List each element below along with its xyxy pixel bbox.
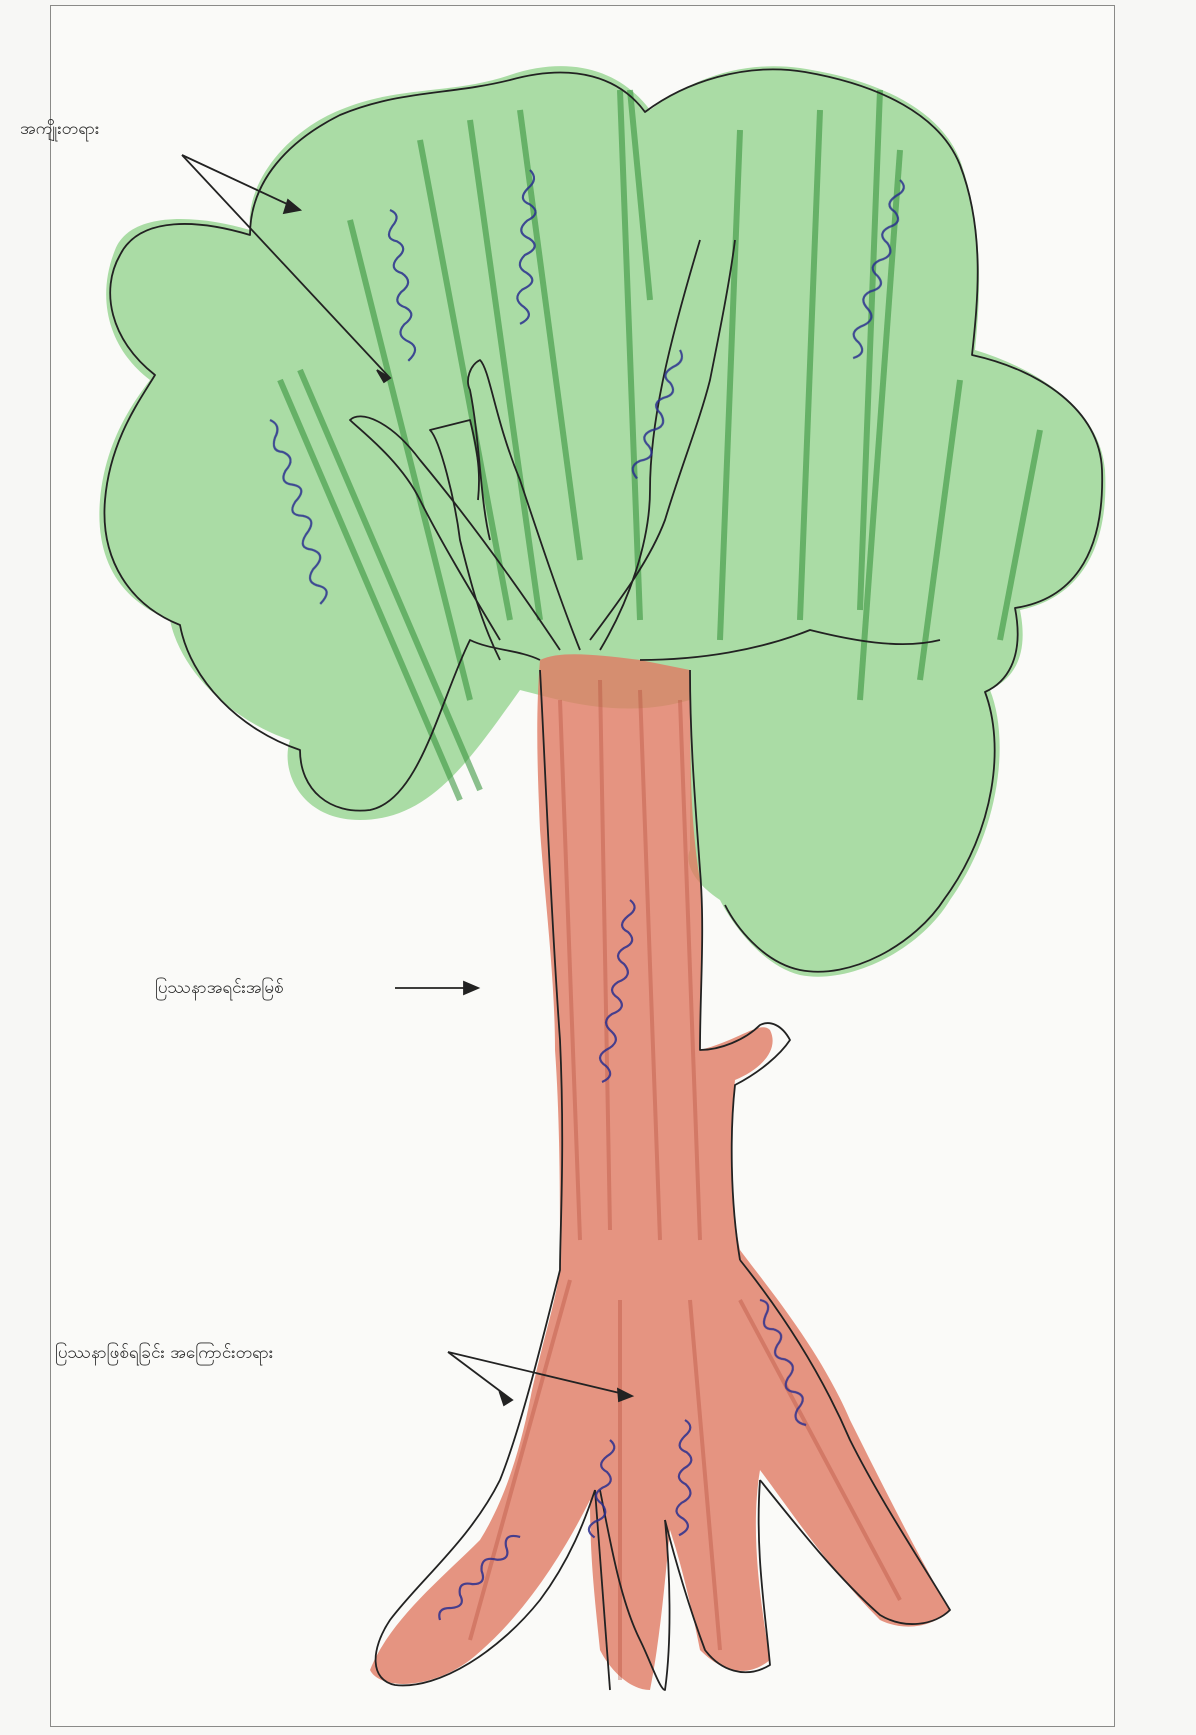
label-causes: ပြဿနာဖြစ်ရခြင်း အကြောင်းတရား	[55, 1342, 273, 1367]
label-core-problem: ပြဿနာအရင်းအမြစ်	[155, 977, 284, 1002]
label-fruits: အကျိုးတရား	[20, 118, 99, 143]
